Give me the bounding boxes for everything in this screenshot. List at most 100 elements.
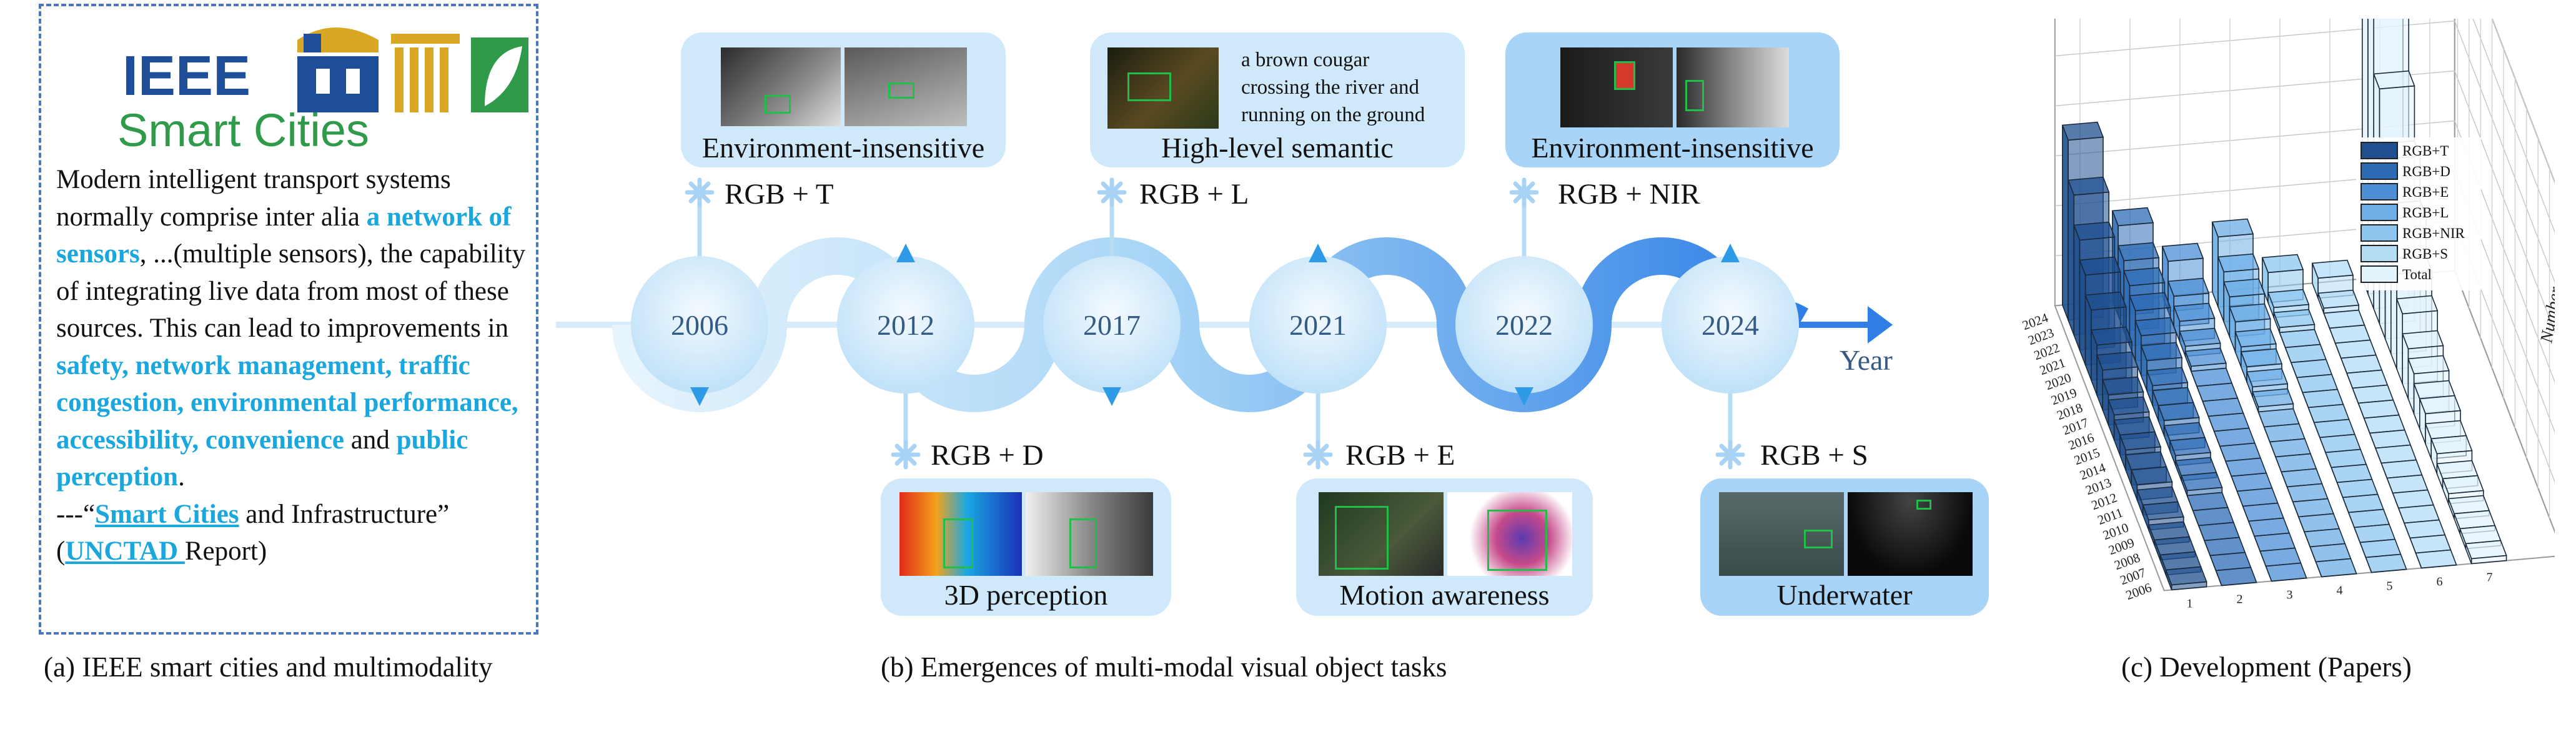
language-description: a brown cougar crossing the river and ru…	[1241, 46, 1425, 129]
ribbon-side	[2246, 372, 2254, 397]
ribbon-side	[2346, 373, 2353, 388]
year-node-2006: 2006	[631, 256, 768, 406]
logo-ieee-text: IEEE	[122, 45, 250, 107]
series-tick-label: 6	[2437, 575, 2443, 588]
grid-line	[2491, 19, 2555, 184]
smart-cities-link[interactable]: Smart Cities	[95, 499, 239, 529]
ribbon-segment	[2273, 309, 2316, 334]
legend-swatch	[2361, 162, 2398, 180]
year-label-2006: 2006	[671, 309, 728, 341]
quote-highlight-benefits: safety, network management, traffic cong…	[56, 350, 518, 455]
ribbon-side	[2465, 543, 2472, 564]
legend-label: RGB+T	[2402, 143, 2449, 159]
ribbon-side	[2392, 493, 2399, 508]
ribbon-side	[2263, 427, 2271, 442]
caption-c: (c) Development (Papers)	[2121, 651, 2412, 683]
year-axis-label: Year	[1840, 344, 1893, 376]
ribbon-side	[2442, 478, 2449, 504]
ribbon-side	[2298, 517, 2305, 532]
unctad-link[interactable]: UNCTAD	[65, 537, 185, 566]
caption-b: (b) Emergences of multi-modal visual obj…	[881, 651, 1447, 683]
development-chart: 2006200720082009201020112012201320142015…	[2020, 19, 2555, 610]
quote-text-2: , ...(multiple sensors), the capability …	[56, 239, 526, 343]
ribbon-side	[2068, 180, 2074, 335]
modality-rgb-s: RGB + S	[1760, 439, 1868, 472]
ribbon-side	[2325, 452, 2332, 468]
ribbon-side	[2192, 510, 2199, 526]
ribbon-side	[2181, 475, 2188, 496]
ribbon-segment	[2215, 566, 2257, 586]
ribbon-side	[2334, 343, 2342, 359]
ribbon-side	[2219, 446, 2226, 462]
ribbon-side	[2084, 295, 2092, 380]
quote-source-paren: (	[56, 537, 66, 566]
series-tick-label: 3	[2287, 588, 2293, 601]
ribbon-side	[2354, 527, 2361, 543]
ribbon-side	[2242, 506, 2249, 522]
ribbon-side	[2296, 377, 2303, 393]
ribbon-side	[2073, 225, 2081, 350]
modality-rgb-e: RGB + E	[1345, 439, 1455, 472]
card-label-3d: 3D perception	[944, 579, 1108, 611]
year-node-2024: 2024	[1662, 244, 1799, 393]
card-rgb-t: Environment-insensitive	[681, 32, 1006, 167]
ribbon-segment	[2315, 558, 2357, 578]
legend-label: RGB+E	[2402, 184, 2449, 200]
nir-image-2	[1677, 47, 1789, 127]
quote-source-open: ---“	[56, 499, 96, 529]
legend-label: RGB+L	[2402, 205, 2449, 220]
year-label-2024: 2024	[1702, 309, 1759, 341]
series-tick-label: 2	[2237, 592, 2243, 606]
grid-line	[2054, 70, 2555, 334]
ribbon-side	[2273, 312, 2281, 333]
ribbon-side	[2213, 431, 2221, 447]
legend-swatch	[2361, 183, 2398, 200]
grid-line	[2054, 20, 2555, 284]
ribbon-segment	[2184, 347, 2227, 372]
legend-swatch	[2361, 265, 2398, 283]
card-rgb-nir: Environment-insensitive	[1505, 32, 1840, 167]
event-image	[1447, 492, 1572, 576]
ribbon-side	[2275, 457, 2282, 472]
ribbon-segment	[2317, 289, 2360, 314]
ribbon-side	[2179, 331, 2186, 357]
quote-text-3: and	[344, 425, 397, 455]
modality-rgb-d: RGB + D	[931, 439, 1044, 472]
thermal-image-2	[845, 47, 967, 126]
ribbon-side	[2269, 442, 2276, 457]
series-tick-label: 4	[2337, 583, 2343, 597]
modality-rgb-t: RGB + T	[725, 178, 834, 210]
series-tick-label: 7	[2487, 570, 2493, 584]
language-line-3: running on the ground	[1241, 104, 1425, 126]
thermal-image-1	[721, 47, 841, 126]
ribbon-side	[2142, 505, 2149, 530]
card-label-underwater: Underwater	[1776, 579, 1913, 611]
ribbon-side	[2404, 523, 2410, 538]
year-label-2017: 2017	[1083, 309, 1141, 341]
ribbon-side	[2225, 461, 2232, 477]
card-label-environment-2: Environment-insensitive	[1531, 132, 1814, 164]
ribbon-segment	[2465, 540, 2507, 565]
ribbon-side	[2363, 418, 2370, 433]
year-label-2022: 2022	[1495, 309, 1553, 341]
legend-label: RGB+NIR	[2402, 225, 2465, 241]
year-node-2017: 2017	[1043, 256, 1181, 406]
underwater-image	[1719, 492, 1844, 576]
quote-source-title: and Infrastructure”	[239, 499, 450, 529]
language-line-1: a brown cougar	[1241, 49, 1370, 71]
modality-rgb-nir: RGB + NIR	[1558, 178, 1700, 210]
card-rgb-e: Motion awareness	[1296, 478, 1593, 616]
columns-icon	[391, 34, 460, 112]
ribbon-side	[2342, 497, 2349, 513]
grid-line	[2472, 19, 2555, 234]
legend-swatch	[2361, 224, 2398, 242]
ribbon-side	[2165, 570, 2172, 590]
ribbon-side	[2291, 362, 2297, 378]
nir-image-1	[1560, 47, 1673, 127]
ribbon-side	[2211, 222, 2219, 307]
ribbon-side	[2267, 292, 2275, 318]
ribbon-side	[2252, 392, 2259, 412]
x-tick-labels: 2006200720082009201020112012201320142015…	[2020, 310, 2492, 610]
